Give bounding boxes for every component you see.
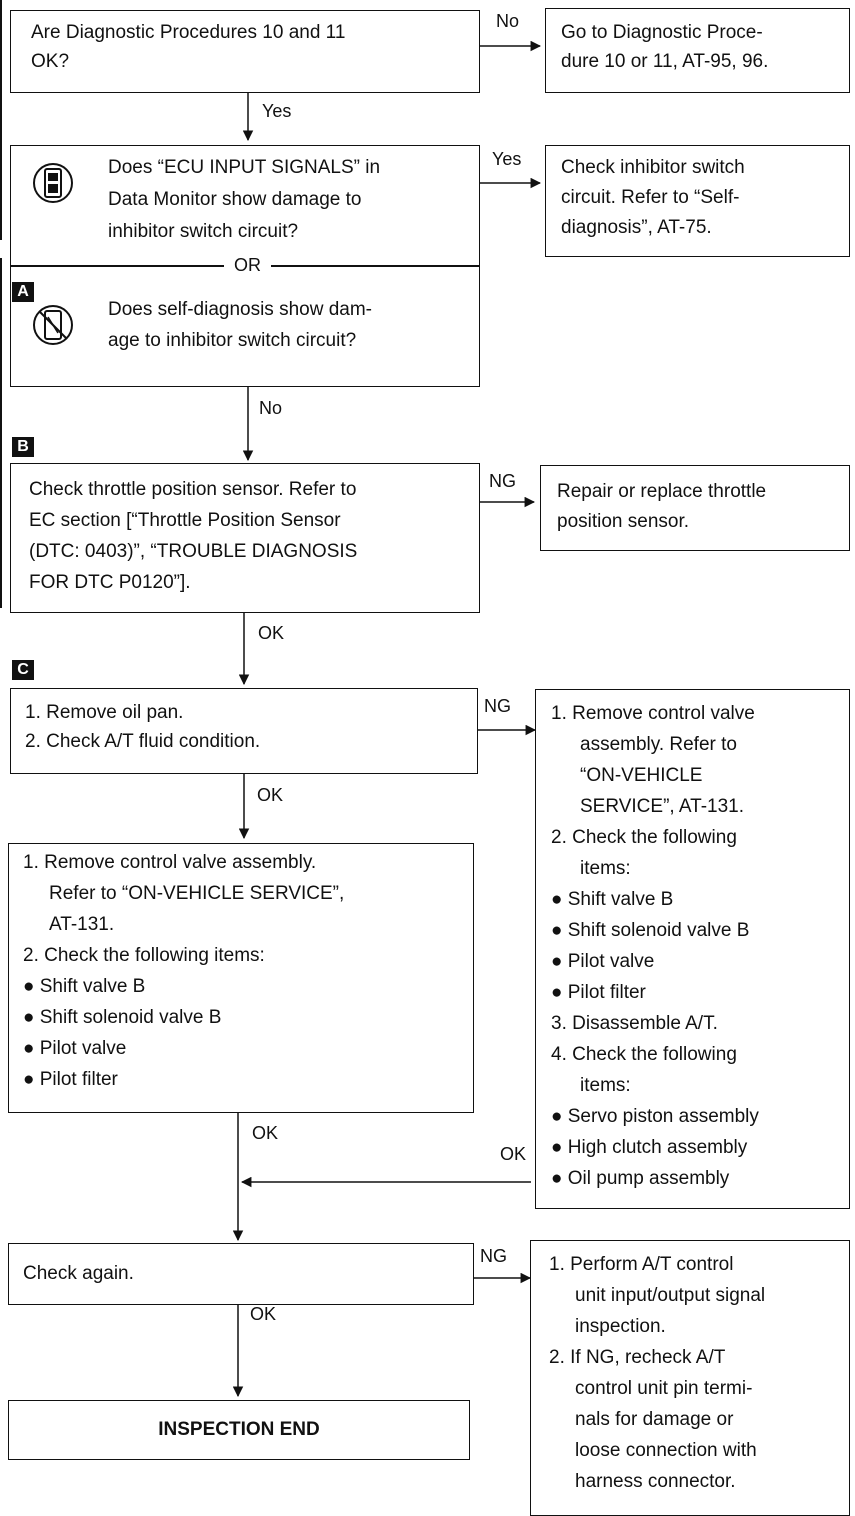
ok-label: OK <box>250 1304 277 1324</box>
q4-line2: 2. Check A/T fluid condition. <box>25 731 261 752</box>
q4-ng-l6: items: <box>580 858 631 879</box>
q3-ng-line1: Repair or replace throttle <box>557 481 767 502</box>
perform-signal-inspection-box: 1. Perform A/T control unit input/output… <box>530 1240 850 1516</box>
inspection-end-box: INSPECTION END <box>8 1400 470 1460</box>
q4-line1: 1. Remove oil pan. <box>25 702 184 723</box>
q6-ng-l6: nals for damage or <box>575 1409 734 1430</box>
yes-label: Yes <box>492 149 522 169</box>
q6-ng-l5: control unit pin termi- <box>575 1378 753 1399</box>
ng-label: NG <box>484 696 511 716</box>
q1-no-line2: dure 10 or 11, AT-95, 96. <box>561 51 769 72</box>
or-label: OR <box>224 254 271 276</box>
q4-ng-l13: items: <box>580 1075 631 1096</box>
q5-l6: ● Shift solenoid valve B <box>23 1007 222 1028</box>
q4-ng-l7: ● Shift valve B <box>551 889 674 910</box>
q2-yes-line2: circuit. Refer to “Self- <box>561 187 740 208</box>
q6-ng-l8: harness connector. <box>575 1471 736 1492</box>
q6-ng-l2: unit input/output signal <box>575 1285 766 1306</box>
q3-line3: (DTC: 0403)”, “TROUBLE DIAGNOSIS <box>29 541 358 562</box>
q1-line2: OK? <box>31 51 70 72</box>
q3-line1: Check throttle position sensor. Refer to <box>29 479 357 500</box>
ok-label: OK <box>500 1144 527 1164</box>
repair-throttle-sensor-box: Repair or replace throttle position sens… <box>540 465 850 551</box>
ng-label: NG <box>480 1246 507 1266</box>
q3-ng-line2: position sensor. <box>557 511 690 532</box>
ok-label: OK <box>258 623 285 643</box>
q4-ng-l5: 2. Check the following <box>551 827 737 848</box>
q4-ng-l4: SERVICE”, AT-131. <box>580 796 745 817</box>
check-again-step: Check again. <box>8 1243 474 1305</box>
q4-ng-l3: “ON-VEHICLE <box>580 765 703 786</box>
q6-ng-l3: inspection. <box>575 1316 666 1337</box>
remove-control-valve-step: 1. Remove control valve assembly. Refer … <box>8 843 474 1113</box>
q4-ng-l14: ● Servo piston assembly <box>551 1106 759 1127</box>
remove-oil-pan-step: 1. Remove oil pan. 2. Check A/T fluid co… <box>10 688 478 774</box>
q6-line1: Check again. <box>23 1263 134 1284</box>
decision-procedures-10-11: Are Diagnostic Procedures 10 and 11 OK? <box>10 10 480 93</box>
decision-inhibitor-switch: Does “ECU INPUT SIGNALS” in Data Monitor… <box>10 145 480 387</box>
q5-l5: ● Shift valve B <box>23 976 146 997</box>
q2-line1: Does “ECU INPUT SIGNALS” in <box>108 157 381 178</box>
q4-ng-l1: 1. Remove control valve <box>551 703 755 724</box>
q5-l1: 1. Remove control valve assembly. <box>23 852 317 873</box>
q2-yes-line3: diagnosis”, AT-75. <box>561 217 712 238</box>
q2-line3: inhibitor switch circuit? <box>108 221 299 242</box>
q4-ng-l16: ● Oil pump assembly <box>551 1168 730 1189</box>
q2-alt1: Does self-diagnosis show dam- <box>108 299 373 320</box>
margin-rule <box>0 258 2 608</box>
q4-ng-l15: ● High clutch assembly <box>551 1137 748 1158</box>
q1-line1: Are Diagnostic Procedures 10 and 11 <box>31 22 346 43</box>
consult-tool-icon <box>31 161 75 210</box>
q5-l4: 2. Check the following items: <box>23 945 265 966</box>
inspection-end-label: INSPECTION END <box>158 1419 320 1440</box>
ng-label: NG <box>489 471 516 491</box>
check-inhibitor-switch-box: Check inhibitor switch circuit. Refer to… <box>545 145 850 257</box>
q4-ng-l2: assembly. Refer to <box>580 734 737 755</box>
q3-line2: EC section [“Throttle Position Sensor <box>29 510 341 531</box>
q5-l3: AT-131. <box>49 914 115 935</box>
no-consult-icon <box>31 303 75 352</box>
check-throttle-position-sensor: Check throttle position sensor. Refer to… <box>10 463 480 613</box>
q3-line4: FOR DTC P0120”]. <box>29 572 191 593</box>
badge-b: B <box>12 437 34 457</box>
ok-label: OK <box>252 1123 279 1143</box>
go-to-procedure-box: Go to Diagnostic Proce- dure 10 or 11, A… <box>545 8 850 93</box>
yes-label: Yes <box>262 101 292 121</box>
q5-l8: ● Pilot filter <box>23 1069 118 1090</box>
badge-c: C <box>12 660 34 680</box>
q2-yes-line1: Check inhibitor switch <box>561 157 745 178</box>
q4-ng-l12: 4. Check the following <box>551 1044 737 1065</box>
q5-l2: Refer to “ON-VEHICLE SERVICE”, <box>49 883 345 904</box>
badge-a: A <box>12 282 34 302</box>
q6-ng-l7: loose connection with <box>575 1440 757 1461</box>
q2-line2: Data Monitor show damage to <box>108 189 362 210</box>
ok-label: OK <box>257 785 284 805</box>
no-label: No <box>496 11 520 31</box>
q6-ng-l4: 2. If NG, recheck A/T <box>549 1347 726 1368</box>
q6-ng-l1: 1. Perform A/T control <box>549 1254 734 1275</box>
margin-rule <box>0 0 2 240</box>
no-label: No <box>259 398 283 418</box>
q4-ng-l10: ● Pilot filter <box>551 982 646 1003</box>
q5-l7: ● Pilot valve <box>23 1038 127 1059</box>
q2-alt2: age to inhibitor switch circuit? <box>108 330 357 351</box>
disassemble-at-box: 1. Remove control valve assembly. Refer … <box>535 689 850 1209</box>
q4-ng-l8: ● Shift solenoid valve B <box>551 920 750 941</box>
q1-no-line1: Go to Diagnostic Proce- <box>561 22 763 43</box>
q4-ng-l11: 3. Disassemble A/T. <box>551 1013 718 1034</box>
q4-ng-l9: ● Pilot valve <box>551 951 655 972</box>
